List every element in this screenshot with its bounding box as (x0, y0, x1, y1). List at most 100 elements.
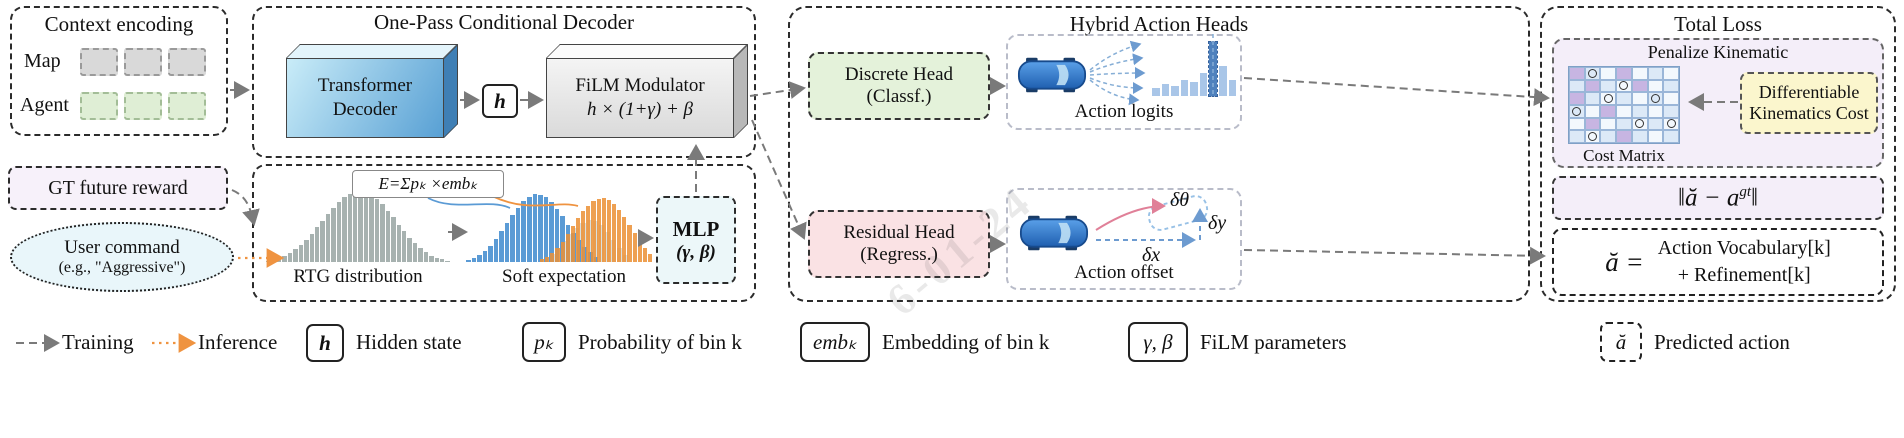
cost-matrix-cell (1663, 92, 1679, 105)
kinematics-cost-line2: Kinematics Cost (1749, 103, 1869, 123)
cost-matrix-cell (1616, 79, 1632, 93)
car-icon (1019, 215, 1089, 251)
decoder-title: One-Pass Conditional Decoder (373, 10, 635, 34)
legend-film-desc: FiLM parameters (1200, 330, 1347, 354)
cost-matrix-cell (1647, 79, 1664, 93)
mlp-box: MLP (γ, β) (656, 196, 736, 284)
legend-film-symbol: γ, β (1128, 322, 1188, 362)
cost-matrix-cell (1584, 104, 1601, 118)
total-loss-title: Total Loss (1674, 12, 1762, 36)
legend-hidden-symbol: h (306, 324, 344, 362)
agent-label: Agent (20, 94, 69, 116)
cost-matrix-cell (1647, 117, 1664, 131)
transformer-decoder-block: Transformer Decoder (286, 44, 458, 138)
cost-matrix-cell (1600, 67, 1617, 80)
cost-matrix-cell (1600, 92, 1617, 105)
cost-matrix-cell (1647, 104, 1664, 118)
cost-matrix-cell (1647, 92, 1664, 105)
cost-matrix-cell (1631, 104, 1648, 118)
cost-matrix-cell (1569, 79, 1585, 93)
map-label: Map (24, 50, 61, 72)
map-token-icon (124, 48, 162, 76)
cost-matrix-cell (1600, 130, 1617, 143)
legend-training-label: Training (62, 330, 134, 354)
hidden-state-box: h (482, 84, 518, 118)
transformer-label: Transformer (317, 75, 413, 97)
residual-head-label: Residual Head (843, 222, 955, 243)
norm-formula: ‖ă − agt‖ (1677, 183, 1759, 212)
block-front-face: FiLM Modulator h × (1+γ) + β (546, 58, 734, 138)
cost-matrix-cell (1569, 104, 1585, 118)
cost-matrix-cell (1616, 117, 1632, 131)
legend-prob-symbol: pₖ (522, 322, 566, 362)
legend-action-desc: Predicted action (1654, 330, 1790, 354)
discrete-head-sublabel: (Classf.) (866, 86, 932, 107)
legend-inference-label: Inference (198, 330, 278, 354)
block-side-face (734, 44, 748, 138)
cost-matrix-cell (1616, 130, 1632, 143)
cost-matrix-cell (1584, 92, 1601, 105)
expectation-formula-box: E=Σpₖ ×embₖ (352, 170, 504, 198)
decoder-box (252, 6, 756, 158)
cost-matrix-cell (1616, 104, 1632, 118)
legend-prob-desc: Probability of bin k (578, 330, 742, 354)
action-offset-panel (1006, 188, 1242, 290)
action-offset-label: Action offset (1074, 262, 1174, 283)
block-top-face (546, 44, 748, 58)
delta-x-label: δx (1142, 244, 1161, 266)
cost-matrix-cell (1600, 117, 1617, 131)
delta-y-label: δy (1208, 212, 1227, 234)
gt-reward-box: GT future reward (8, 166, 228, 210)
rtg-label: RTG distribution (293, 266, 423, 287)
cost-matrix-cell (1631, 117, 1648, 131)
cost-matrix-cell (1631, 92, 1648, 105)
cost-matrix-cell (1569, 117, 1585, 131)
block-side-face (444, 44, 458, 138)
cost-matrix-cell (1569, 130, 1585, 143)
film-modulator-block: FiLM Modulator h × (1+γ) + β (546, 44, 748, 138)
cost-matrix-cell (1647, 130, 1664, 143)
soft-expectation-label: Soft expectation (502, 266, 626, 287)
regression-loss-box: ‖ă − agt‖ (1552, 176, 1884, 220)
context-encoding-box (10, 6, 228, 136)
transformer-label2: Decoder (332, 99, 398, 120)
cost-matrix-label: Cost Matrix (1583, 146, 1665, 165)
cost-matrix-cell (1663, 67, 1679, 80)
kinematics-cost-box: Differentiable Kinematics Cost (1740, 72, 1878, 134)
agent-token-icon (80, 92, 118, 120)
cost-matrix-cell (1663, 130, 1679, 143)
cost-matrix-cell (1584, 67, 1601, 80)
cost-matrix-cell (1569, 92, 1585, 105)
user-command-bubble: User command (e.g., "Aggressive") (10, 222, 234, 292)
cost-matrix-cell (1600, 79, 1617, 93)
cost-matrix-cell (1663, 117, 1679, 131)
cost-matrix-cell (1600, 104, 1617, 118)
cost-matrix-cell (1663, 79, 1679, 93)
legend-embedding-desc: Embedding of bin k (882, 330, 1050, 354)
map-token-icon (80, 48, 118, 76)
predicted-action-symbol: ă = (1605, 246, 1644, 277)
soft-expectation-orange-histogram (540, 198, 653, 262)
penalize-kinematic-label: Penalize Kinematic (1647, 42, 1789, 62)
context-encoding-title: Context encoding (44, 12, 194, 36)
cost-matrix-cell (1584, 117, 1601, 131)
action-assembly-box: ă = Action Vocabulary[k] + Refinement[k] (1552, 228, 1884, 296)
assembly-vocab-term: Action Vocabulary[k] (1657, 237, 1831, 259)
total-loss-box (1540, 6, 1896, 302)
kinematics-cost-line1: Differentiable (1758, 82, 1860, 102)
residual-head-sublabel: (Regress.) (860, 244, 938, 265)
action-logits-label: Action logits (1074, 101, 1174, 122)
legend-action-symbol: ă (1600, 322, 1642, 362)
cost-matrix-cell (1584, 79, 1601, 93)
block-top-face (286, 44, 458, 58)
map-token-icon (168, 48, 206, 76)
cost-matrix-cell (1631, 130, 1648, 143)
cost-matrix-cell (1631, 79, 1648, 93)
rtg-distribution-histogram (266, 190, 450, 262)
cost-matrix-cell (1584, 130, 1601, 143)
action-logits-histogram (1152, 41, 1237, 97)
cost-matrix-cell (1616, 67, 1632, 80)
user-command-line2: (e.g., "Aggressive") (58, 259, 186, 276)
cost-matrix-cell (1647, 67, 1664, 80)
